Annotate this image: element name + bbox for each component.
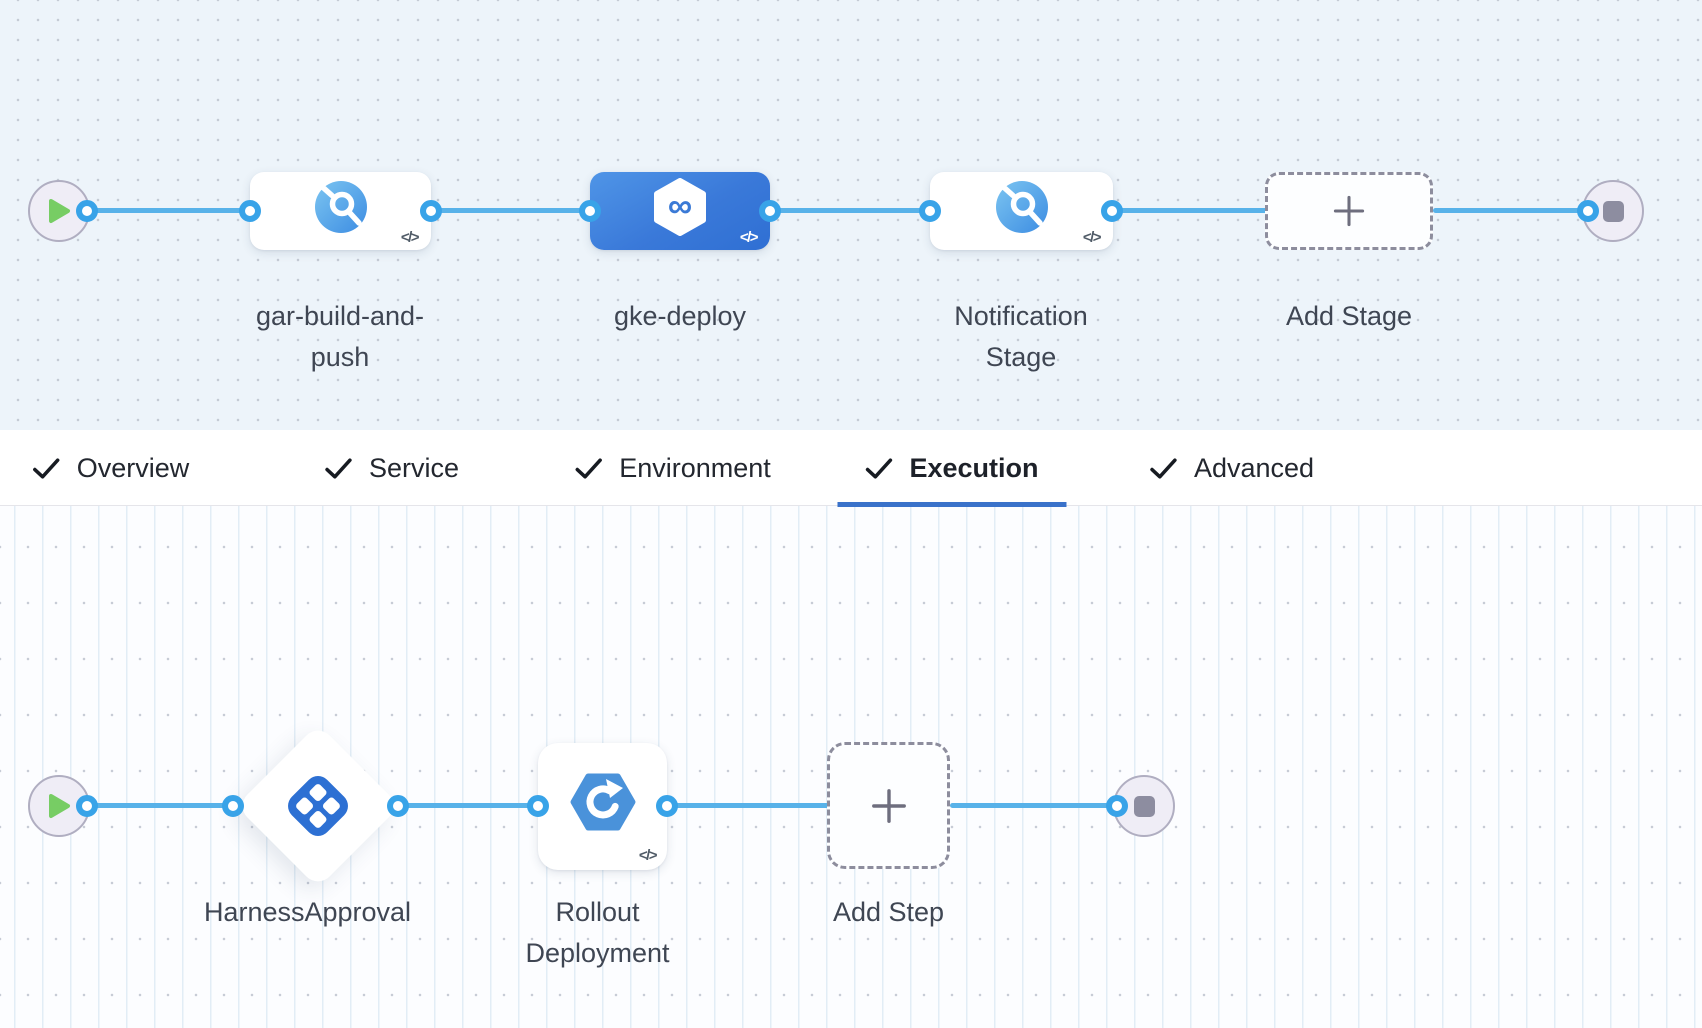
connector-port[interactable]: [76, 200, 98, 222]
stage-label: gke-deploy: [613, 301, 747, 331]
connector-port[interactable]: [76, 795, 98, 817]
plus-icon: [871, 788, 906, 823]
add-step-label: Add Step: [832, 897, 945, 927]
tab-bar: Overview Service Environment Execution A…: [0, 430, 1702, 507]
check-icon: [865, 457, 893, 479]
connector-port[interactable]: [1577, 200, 1599, 222]
code-toggle-icon: </>: [400, 229, 420, 246]
tab-label: Execution: [909, 452, 1039, 483]
stage-card-notification-stage[interactable]: </>: [930, 172, 1113, 250]
stage-canvas: </> ∞ </> </>: [0, 0, 1702, 430]
edge: [1433, 208, 1590, 213]
step-label: HarnessApproval: [203, 897, 412, 927]
check-icon: [575, 457, 602, 479]
edge: [770, 208, 932, 213]
code-toggle-icon: </>: [1082, 229, 1102, 246]
edge: [87, 208, 252, 213]
rollout-icon: [570, 773, 635, 830]
connector-port[interactable]: [527, 795, 549, 817]
tab-label: Overview: [76, 452, 190, 483]
step-label: Rollout Deployment: [525, 897, 670, 968]
tab-advanced[interactable]: Advanced: [1122, 430, 1342, 506]
check-icon: [33, 457, 60, 479]
execution-canvas: </> HarnessApproval Rollout Deployment A…: [0, 506, 1702, 1028]
code-toggle-icon: </>: [739, 229, 759, 246]
connector-port[interactable]: [1101, 200, 1123, 222]
connector-port[interactable]: [222, 795, 244, 817]
connector-port[interactable]: [919, 200, 941, 222]
cd-stage-icon: ∞: [654, 178, 706, 236]
tab-label: Advanced: [1193, 452, 1315, 483]
step-node-rollout-deployment[interactable]: </>: [538, 743, 667, 870]
stage-card-gke-deploy[interactable]: ∞ </>: [590, 172, 770, 250]
infinity-glyph: ∞: [668, 187, 692, 225]
stop-icon: [1133, 795, 1155, 817]
tab-overview[interactable]: Overview: [5, 430, 218, 506]
connector-port[interactable]: [579, 200, 601, 222]
connector-port[interactable]: [656, 795, 678, 817]
stage-label: gar-build-and-push: [255, 301, 425, 372]
tab-label: Service: [368, 452, 460, 483]
add-stage-button[interactable]: [1265, 172, 1433, 250]
add-stage-label: Add Stage: [1285, 301, 1413, 331]
check-icon: [1150, 457, 1177, 479]
edge: [398, 803, 540, 808]
tab-label: Environment: [619, 452, 771, 483]
connector-port[interactable]: [420, 200, 442, 222]
connector-port[interactable]: [387, 795, 409, 817]
ci-stage-icon: [314, 181, 367, 233]
check-icon: [325, 457, 352, 479]
plus-icon: [1333, 195, 1365, 227]
edge: [431, 208, 592, 213]
edge: [1112, 208, 1267, 213]
edge: [950, 803, 1119, 808]
code-toggle-icon: </>: [638, 847, 658, 864]
stop-icon: [1602, 200, 1624, 222]
tab-environment[interactable]: Environment: [547, 430, 799, 506]
edge: [667, 803, 829, 808]
add-step-button[interactable]: [827, 742, 950, 869]
tab-service[interactable]: Service: [297, 430, 487, 506]
stage-card-gar-build-and-push[interactable]: </>: [250, 172, 431, 250]
stage-label: Notification Stage: [954, 301, 1088, 372]
ci-stage-icon: [995, 181, 1048, 233]
play-icon: [49, 199, 70, 223]
connector-port[interactable]: [1106, 795, 1128, 817]
approval-icon: [278, 766, 358, 846]
tab-execution[interactable]: Execution: [837, 430, 1067, 507]
connector-port[interactable]: [759, 200, 781, 222]
edge: [87, 803, 235, 808]
play-icon: [49, 794, 70, 818]
connector-port[interactable]: [239, 200, 261, 222]
